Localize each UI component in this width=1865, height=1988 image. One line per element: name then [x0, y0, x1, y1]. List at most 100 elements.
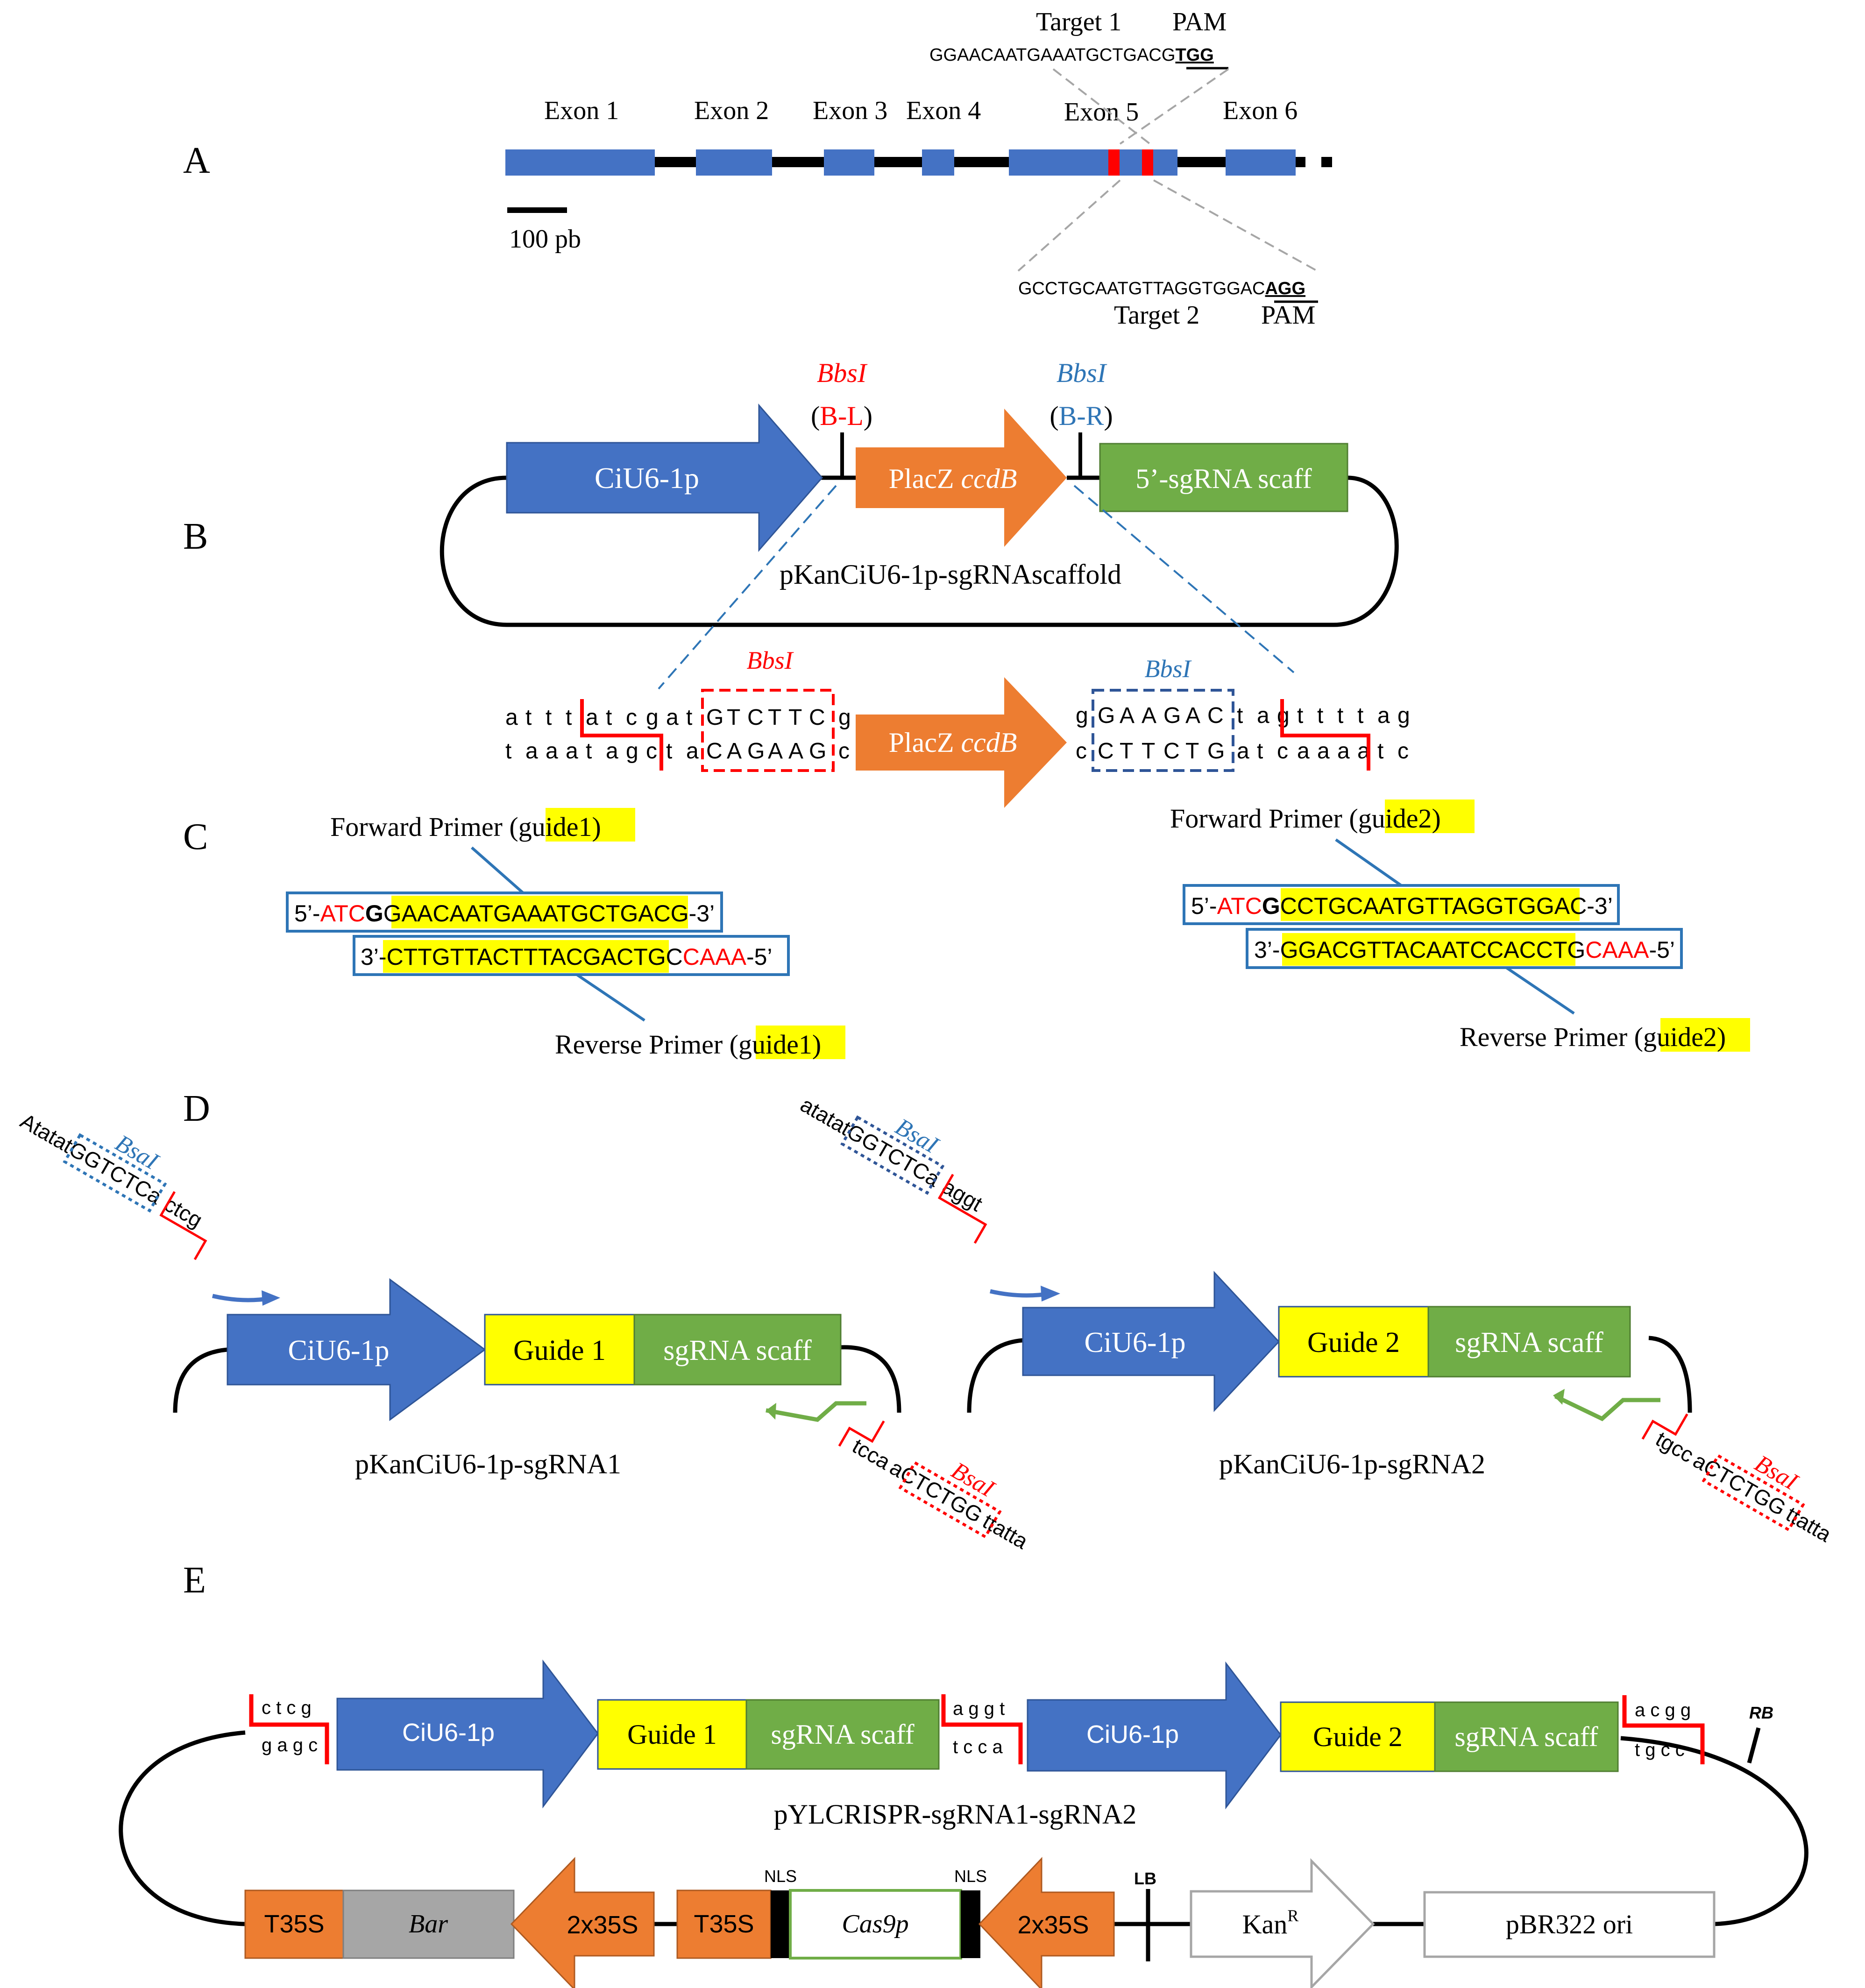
exon-6 — [1226, 149, 1296, 176]
target-1-sequence: GGAACAATGAAATGCTGACGTGG — [929, 45, 1214, 65]
nucleotide: G — [1163, 703, 1181, 728]
d2-fwd-arrowhead — [1041, 1286, 1060, 1302]
exon-label-1: Exon 1 — [544, 96, 619, 125]
nucleotide: a — [586, 705, 598, 730]
e-35s-2-arrow — [978, 1857, 1115, 1988]
guide2-fwd-seq: CCTGCAATGTTAGGTGGAC — [1280, 893, 1587, 919]
target-2-pam: AGG — [1265, 279, 1305, 298]
guide1-fwd-5: 5’- — [294, 900, 320, 927]
e-nls-2 — [961, 1890, 980, 1958]
nucleotide: a — [1257, 703, 1269, 728]
placz-ccdb-arrow — [856, 409, 1067, 547]
nucleotide: a — [1237, 739, 1249, 764]
d2-bsai-top-box — [840, 1115, 945, 1195]
ovh3-bottom: t g c c — [1635, 1740, 1685, 1760]
guide2-rev-3: 3’- — [1254, 937, 1280, 963]
exon-label-3: Exon 3 — [813, 96, 887, 125]
bbsi-right-label: BbsI — [1057, 358, 1107, 388]
e-nls-2-label: NLS — [954, 1867, 987, 1886]
guide1-rev-post: ) — [812, 1029, 821, 1060]
nucleotide: a — [505, 705, 518, 730]
d1-rev-arrowhead — [766, 1403, 776, 1420]
panel-label-c: C — [183, 816, 208, 857]
target-1-label: Target 1 — [1036, 7, 1121, 36]
d1-bot-cut — [838, 1420, 885, 1447]
d2-scaffold-label: sgRNA scaff — [1455, 1327, 1603, 1358]
panel-label-e: E — [183, 1560, 206, 1601]
guide1-rev-seq: CTTGTTACTTTACGACTGC — [387, 944, 683, 970]
nucleotide: C — [809, 705, 825, 730]
nucleotide: a — [666, 705, 679, 730]
guide1-rev-guide: guide1 — [738, 1029, 812, 1060]
e-kan-text: Kan — [1242, 1909, 1288, 1939]
guide1-fwd-post: ) — [592, 812, 601, 842]
d2-promoter-label: CiU6-1p — [1085, 1327, 1186, 1358]
d2-scaffold-box — [1427, 1306, 1631, 1378]
right-flank-top: g — [1076, 703, 1088, 728]
d1-top-cut — [159, 1191, 207, 1260]
exon-label-4: Exon 4 — [906, 96, 981, 125]
ovh2-bottom: t c c a — [953, 1737, 1003, 1757]
d2-rev-primer: tgccaCTCTGGttatta BsaI — [1641, 1413, 1836, 1547]
nucleotide: t — [1377, 739, 1383, 764]
guide2-rev-seq: GGACGTTACAATCCACCTG — [1280, 937, 1586, 963]
bbsi-detail-left-label: BbsI — [747, 646, 794, 674]
guide1-fwd-primer-box — [286, 891, 723, 933]
d1-fwd-arrowhead — [262, 1290, 280, 1306]
nucleotide: a — [525, 739, 538, 764]
target-1-guide-line-right — [1119, 68, 1229, 145]
e-nls-1-label: NLS — [764, 1867, 797, 1886]
nucleotide: t — [1357, 703, 1363, 728]
guide1-highlight-fwd-label — [546, 808, 635, 842]
nucleotide: t — [666, 739, 672, 764]
guide1-fwd-seq: GAACAATGAAATGCTGACG — [383, 900, 689, 927]
nucleotide: A — [1142, 703, 1156, 728]
ccdb-label: ccdB — [961, 463, 1017, 494]
d1-scaffold-box — [633, 1314, 842, 1386]
e-cas9-label: Cas9p — [842, 1910, 908, 1938]
nucleotide: t — [606, 705, 612, 730]
nucleotide: c — [1277, 739, 1288, 764]
exon-1 — [505, 149, 655, 176]
nucleotide: G — [747, 739, 765, 764]
guide2-rev-caaa: CAAA — [1585, 937, 1649, 963]
bbsi-detail-right-label: BbsI — [1145, 655, 1192, 683]
guide1-rev-caaa: CAAA — [683, 944, 747, 970]
guide2-fwd-pointer — [1335, 838, 1402, 887]
guide1-fwd-pointer — [471, 846, 524, 894]
nucleotide: G — [1207, 739, 1225, 764]
e-promoter2-arrow — [1027, 1661, 1282, 1810]
nucleotide: a — [1377, 703, 1390, 728]
ovh1-top: c t c g — [262, 1698, 312, 1718]
bbsi-left-site-box — [701, 689, 835, 772]
nucleotide: t — [1257, 739, 1263, 764]
exon-2 — [696, 149, 772, 176]
nucleotide: T — [727, 705, 740, 730]
left-flank-top: g — [838, 705, 851, 730]
lb-label: LB — [1134, 1869, 1156, 1888]
guide2-rev-pointer — [1505, 966, 1575, 1015]
nucleotide: G — [1098, 703, 1115, 728]
e-nls-1 — [771, 1890, 790, 1958]
br-name: B-R — [1059, 401, 1104, 431]
scale-label: 100 pb — [509, 225, 581, 254]
guide1-rev-pointer — [576, 973, 645, 1022]
d2-rev-arrowhead — [1553, 1389, 1565, 1405]
bl-close: ) — [864, 401, 872, 431]
d2-backbone-right — [1648, 1336, 1692, 1413]
panel-label-d: D — [183, 1088, 210, 1129]
d2-bot-ovh: tgcc — [1652, 1427, 1698, 1467]
d1-rev-primer: tccaaCTCTGGttatta BsaI — [838, 1420, 1032, 1554]
nucleotide: G — [706, 705, 723, 730]
bl-label: (B-L) — [811, 401, 872, 431]
nucleotide: A — [788, 739, 803, 764]
guide1-fwd-seq-highlight — [391, 896, 688, 928]
nucleotide: t — [546, 705, 552, 730]
d2-top-prefix: atatat — [796, 1092, 855, 1140]
ovh1-bottom: g a g c — [262, 1735, 318, 1755]
placz-ccdb-detail-label: PlacZ ccdB — [889, 727, 1017, 758]
e-ori-label: pBR322 ori — [1506, 1909, 1633, 1939]
br-label: (B-R) — [1050, 401, 1113, 431]
